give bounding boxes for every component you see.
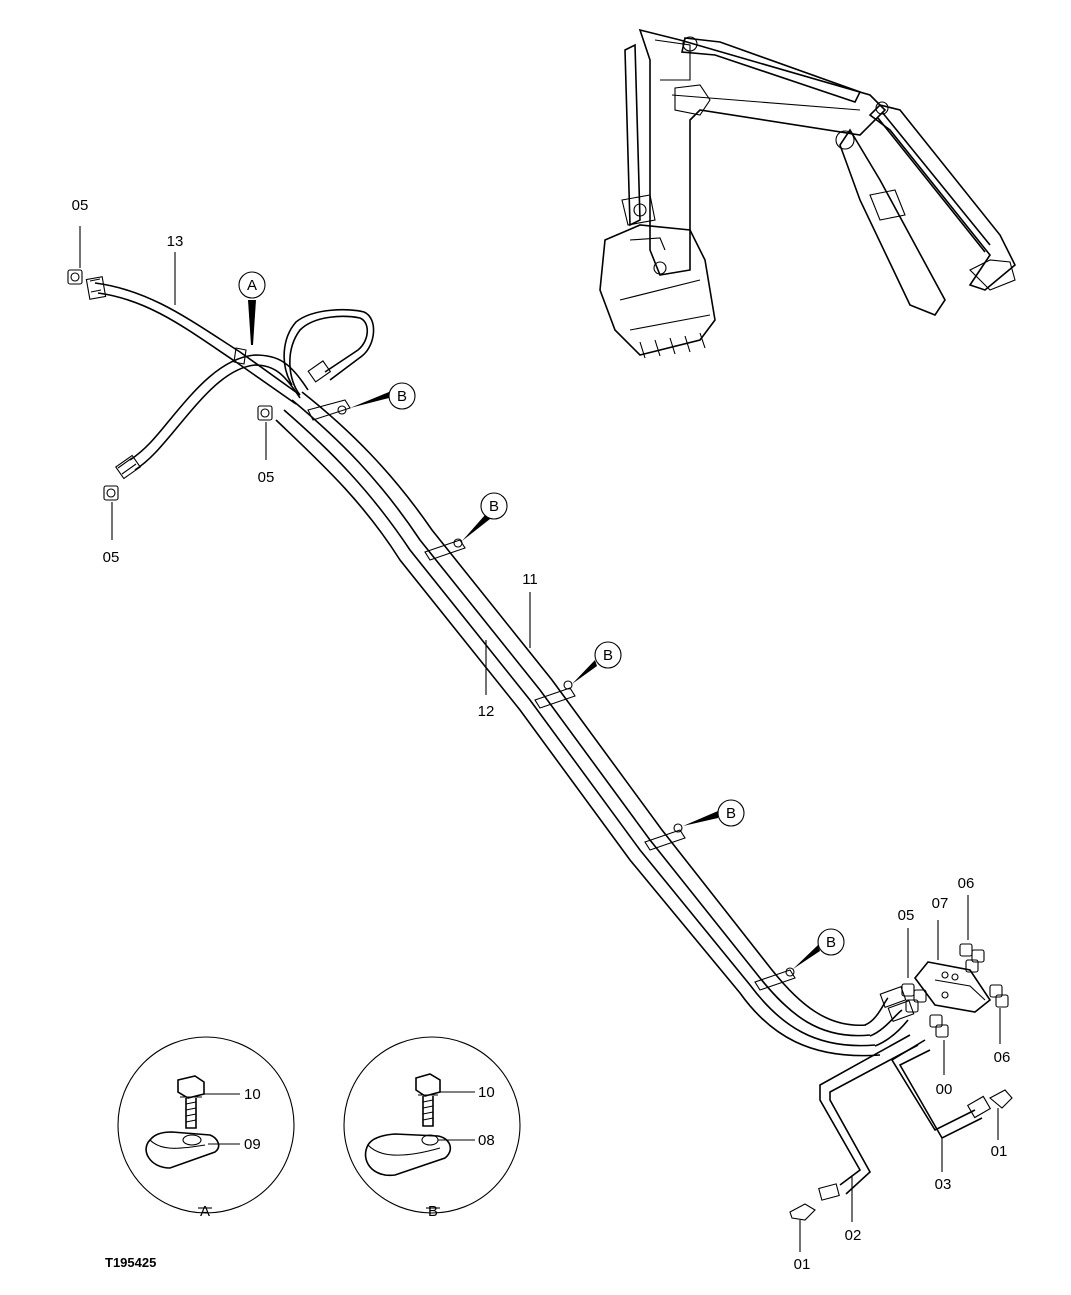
fitting-05-top-left (67, 226, 83, 285)
fitting-00 (929, 1014, 949, 1075)
detail-a: 10 09 A (117, 1036, 295, 1220)
hose-short-loop (283, 308, 375, 396)
hose-left-loop (115, 354, 309, 480)
clamp-icon (364, 1133, 452, 1176)
label-05-left: 05 (103, 549, 120, 566)
fitting-05-left (103, 485, 119, 540)
fittings-06-bottom (989, 984, 1009, 1044)
svg-text:10: 10 (478, 1084, 495, 1101)
callout-clamp-b5: B (793, 928, 845, 969)
svg-text:B: B (428, 1203, 438, 1220)
label-11: 11 (522, 571, 538, 588)
svg-text:10: 10 (244, 1086, 261, 1103)
part-labels: 05 13 05 05 11 12 05 07 06 06 00 01 03 0… (72, 197, 1011, 1273)
hose-13 (85, 276, 301, 405)
svg-text:A: A (200, 1203, 210, 1220)
label-12: 12 (478, 703, 495, 720)
elbow-01-right (989, 1089, 1013, 1140)
label-06-top: 06 (958, 875, 975, 892)
bolt-icon (177, 1075, 205, 1129)
bolt-icon (415, 1073, 441, 1127)
callout-clamp-b3: B (572, 641, 622, 684)
main-hose-bundle (275, 391, 915, 1057)
figure-code: T195425 (105, 1255, 156, 1270)
clamp-icon (145, 1131, 220, 1169)
label-02: 02 (845, 1227, 862, 1244)
label-05-mid: 05 (258, 469, 275, 486)
svg-text:08: 08 (478, 1132, 495, 1149)
svg-text:B: B (826, 934, 836, 951)
pipe-02 (818, 1034, 919, 1222)
label-05-block: 05 (898, 907, 915, 924)
svg-text:A: A (247, 277, 257, 294)
label-00: 00 (936, 1081, 953, 1098)
svg-text:B: B (603, 647, 613, 664)
fitting-05-mid (257, 405, 273, 460)
callout-clamp-b1: B (350, 382, 416, 410)
fittings-06-top (959, 895, 985, 973)
fittings-05-block (901, 928, 927, 1013)
pipe-03 (890, 1039, 992, 1172)
callout-clamp-b4: B (683, 799, 745, 827)
svg-text:B: B (397, 388, 407, 405)
callout-clamp-a: A (238, 271, 266, 345)
excavator-arm-illustration (599, 28, 1016, 359)
callout-clamp-b2: B (462, 492, 508, 541)
label-06-bottom: 06 (994, 1049, 1011, 1066)
label-03: 03 (935, 1176, 952, 1193)
label-01-bottom: 01 (794, 1256, 811, 1273)
elbow-01-bottom (789, 1203, 816, 1252)
svg-text:09: 09 (244, 1136, 261, 1153)
svg-text:B: B (489, 498, 499, 515)
label-07: 07 (932, 895, 949, 912)
label-13: 13 (167, 233, 184, 250)
valve-block-07 (913, 920, 992, 1013)
label-05-top-left: 05 (72, 197, 89, 214)
label-01-right: 01 (991, 1143, 1008, 1160)
detail-b: 10 08 B (343, 1036, 521, 1220)
svg-text:B: B (726, 805, 736, 822)
